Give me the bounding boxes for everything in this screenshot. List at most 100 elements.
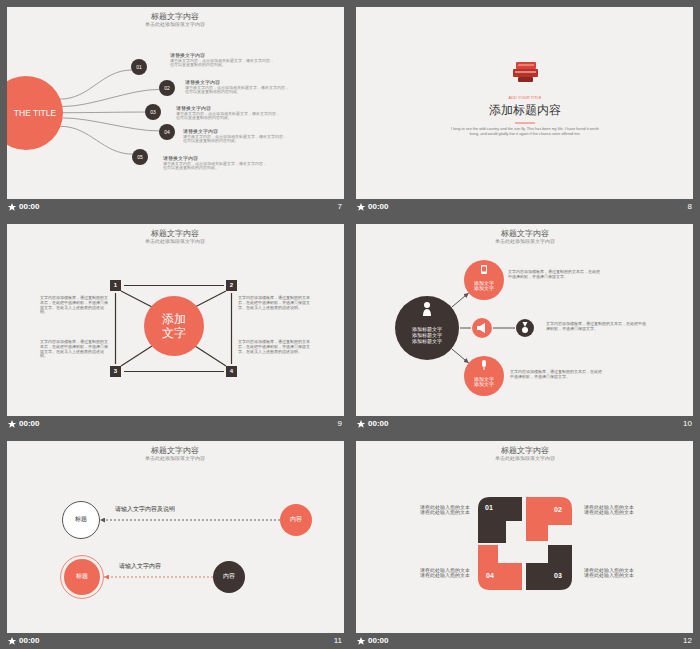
label-slot: 11 <box>300 636 342 646</box>
node-text: 05 <box>137 154 143 160</box>
text-block: 请在此处输入您的文本 请在此处输入您的文本 <box>584 505 634 516</box>
label-slot: 文字内容添加模板库，通过复制您的文本后，在此框中选择粘贴，并选择只保留文字。在此… <box>238 296 310 310</box>
label-slot: 文字内容添加模板库，通过复制您的文本后，在此框中选择粘贴，并选择只保留文字。 <box>546 322 646 332</box>
item-body: 请替换文字内容，点击添加相关标题文字，修改文字内容，也可以直接复制你的内容到此。 <box>185 86 290 95</box>
connector <box>62 89 159 106</box>
label-slot: 请替换文字内容，点击添加相关标题文字，修改文字内容，也可以直接复制你的内容到此。 <box>163 162 268 171</box>
label-slot: 请在此处输入您的文本 请在此处输入您的文本 <box>584 505 634 516</box>
slide-panel <box>7 441 344 633</box>
label-slot: 标题文字内容 <box>115 446 235 456</box>
node-text: 02 <box>164 85 170 91</box>
page-number: 11 <box>300 636 342 646</box>
label-slot: 单击此处添加段落文字内容 <box>445 239 605 244</box>
label-slot: 请在此处输入您的文本 请在此处输入您的文本 <box>584 568 634 579</box>
node-text: 2 <box>230 282 233 289</box>
label-slot: 标题文字内容 <box>115 229 235 239</box>
label-slot: 7 <box>300 202 342 212</box>
books-icon <box>513 62 538 82</box>
item-circle: 05 <box>132 149 148 165</box>
item-body: 请替换文字内容，点击添加相关标题文字，修改文字内容，也可以直接复制你的内容到此。 <box>163 162 268 171</box>
label-slot: 请替换文字内容，点击添加相关标题文字，修改文字内容，也可以直接复制你的内容到此。 <box>183 135 288 144</box>
connector <box>100 520 280 521</box>
node-text: 标题 <box>75 516 87 523</box>
label-slot: 请在此处输入您的文本 请在此处输入您的文本 <box>420 505 470 516</box>
slide-heading: 添加标题内容 <box>445 103 605 117</box>
label-slot: 文字内容添加模板库，通过复制您的文本后，在此框中选择粘贴，并选择只保留文字。在此… <box>40 340 110 359</box>
label-slot: 文字内容添加模板库，通过复制您的文本后，在此框中选择粘贴，并选择只保留文字。 <box>508 270 603 280</box>
label-slot: 文字内容添加模板库，通过复制您的文本后，在此框中选择粘贴，并选择只保留文字。 <box>510 370 605 380</box>
node-text: 添加 文字 <box>161 312 187 341</box>
text-block: 文字内容添加模板库，通过复制您的文本后，在此框中选择粘贴，并选择只保留文字。 <box>546 322 646 332</box>
hub-circle: 添加标题文字 添加标题文字 添加标题文字 <box>395 296 459 360</box>
text-block: 文字内容添加模板库，通过复制您的文本后，在此框中选择粘贴，并选择只保留文字。 <box>508 270 603 280</box>
shape-outline <box>526 545 572 590</box>
shape-outline <box>464 356 504 396</box>
footer-time: 00:00 <box>19 202 59 212</box>
slide-title: 标题文字内容 <box>115 12 235 22</box>
node-text: THE TITLE <box>14 108 56 118</box>
label-slot: 添加标题内容 <box>445 103 605 117</box>
node-text: 03 <box>554 572 562 580</box>
node-text: 04 <box>486 572 494 580</box>
title-circle: 标题 <box>60 555 104 599</box>
node-text: 01 <box>136 64 142 70</box>
content-circle: 内容 <box>213 561 245 593</box>
label-slot: 00:00 <box>368 202 408 212</box>
slide-subtitle: 单击此处添加段落文字内容 <box>95 239 255 244</box>
page-number: 9 <box>300 419 342 429</box>
label-slot: 00:00 <box>368 636 408 646</box>
connector <box>60 70 131 99</box>
icon-chain <box>460 318 534 338</box>
label-slot: I long to see the wild country and the s… <box>450 127 600 136</box>
number-square: 1 <box>110 280 121 291</box>
label-slot: 请替换文字内容，点击添加相关标题文字，修改文字内容，也可以直接复制你的内容到此。 <box>185 86 290 95</box>
slide-subtitle: 单击此处添加段落文字内容 <box>95 22 255 27</box>
pinwheel-piece: 03 <box>526 545 572 590</box>
item-body: 请替换文字内容，点击添加相关标题文字，修改文字内容，也可以直接复制你的内容到此。 <box>170 59 275 68</box>
label-slot: 00:00 <box>19 202 59 212</box>
pinwheel-piece: 02 <box>526 497 572 541</box>
label-slot: 请输入文字内容及说明 <box>114 506 176 513</box>
label-slot: 8 <box>650 202 692 212</box>
item-circle: 01 <box>131 59 147 75</box>
label-slot: 请替换文字内容 <box>176 105 286 111</box>
title-kicker: ADD YOUR TITLE <box>475 96 575 101</box>
label-slot: 请替换文字内容，点击添加相关标题文字，修改文字内容，也可以直接复制你的内容到此。 <box>176 112 281 121</box>
page-number: 8 <box>650 202 692 212</box>
slide-subtitle: 单击此处添加段落文字内容 <box>95 456 255 461</box>
label-slot: 9 <box>300 419 342 429</box>
item-circle: 02 <box>159 80 175 96</box>
label-slot: 文字内容添加模板库，通过复制您的文本后，在此框中选择粘贴，并选择只保留文字。在此… <box>40 296 110 315</box>
item-heading: 请替换文字内容 <box>176 105 286 111</box>
label-slot: 10 <box>650 419 692 429</box>
label-slot: 请替换文字内容，点击添加相关标题文字，修改文字内容，也可以直接复制你的内容到此。 <box>170 59 275 68</box>
label-slot: 单击此处添加段落文字内容 <box>95 22 255 27</box>
node-text: 1 <box>114 282 117 289</box>
label-slot: ADD YOUR TITLE <box>475 96 575 101</box>
number-square: 2 <box>226 280 237 291</box>
page-number: 12 <box>650 636 692 646</box>
slide-title: 标题文字内容 <box>465 229 585 239</box>
center-circle: 添加 文字 <box>144 296 204 356</box>
text-block: 文字内容添加模板库，通过复制您的文本后，在此框中选择粘贴，并选择只保留文字。在此… <box>238 340 310 354</box>
label-slot: 请替换文字内容 <box>183 128 293 134</box>
node-text: 内容 <box>223 573 235 580</box>
label-slot: 请替换文字内容 <box>170 52 280 58</box>
item-heading: 请替换文字内容 <box>183 128 293 134</box>
text-block: 请在此处输入您的文本 请在此处输入您的文本 <box>420 505 470 516</box>
shape-outline <box>464 260 504 300</box>
footer-time: 00:00 <box>19 636 59 646</box>
number-square: 3 <box>110 366 121 377</box>
node-text: 添加文字 添加文字 <box>474 281 494 292</box>
connector <box>451 349 468 364</box>
footer-time: 00:00 <box>368 419 408 429</box>
slide-title: 标题文字内容 <box>115 446 235 456</box>
node-text: 标题 <box>76 573 88 580</box>
text-block: 文字内容添加模板库，通过复制您的文本后，在此框中选择粘贴，并选择只保留文字。在此… <box>40 340 110 359</box>
slide-panel <box>356 441 693 633</box>
label-slot: 文字内容添加模板库，通过复制您的文本后，在此框中选择粘贴，并选择只保留文字。在此… <box>238 340 310 354</box>
title-circle: THE TITLE <box>7 76 63 150</box>
content-circle: 内容 <box>280 504 312 536</box>
node-text: 4 <box>230 368 233 375</box>
item-body: 请替换文字内容，点击添加相关标题文字，修改文字内容，也可以直接复制你的内容到此。 <box>176 112 281 121</box>
